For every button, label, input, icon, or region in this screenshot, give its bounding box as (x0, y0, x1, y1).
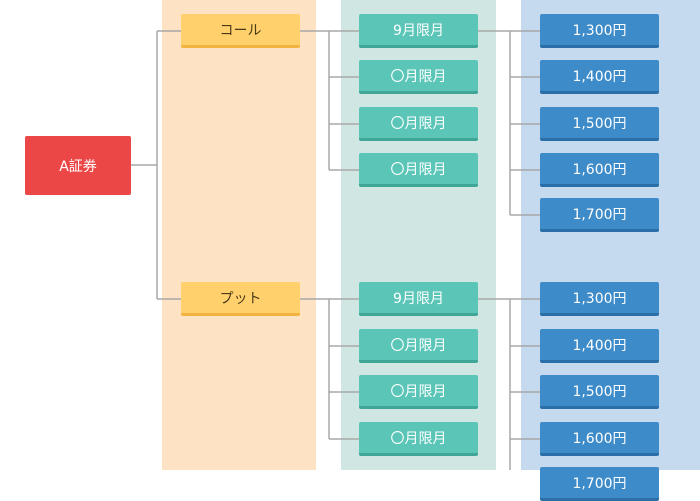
type-node-put: プット (181, 282, 300, 316)
call-strike-node: 1,500円 (540, 107, 659, 141)
call-month-node: 9月限月 (359, 14, 478, 48)
call-strike-node: 1,300円 (540, 14, 659, 48)
call-strike-node: 1,700円 (540, 198, 659, 232)
type-column-band (162, 0, 316, 470)
put-strike-node: 1,700円 (540, 467, 659, 501)
put-strike-node: 1,300円 (540, 282, 659, 316)
call-month-node: 〇月限月 (359, 153, 478, 187)
call-strike-node: 1,400円 (540, 60, 659, 94)
call-strike-node: 1,600円 (540, 153, 659, 187)
put-strike-node: 1,500円 (540, 375, 659, 409)
call-month-node: 〇月限月 (359, 60, 478, 94)
type-node-call: コール (181, 14, 300, 48)
connector-lines (131, 30, 540, 470)
put-month-node: 〇月限月 (359, 329, 478, 363)
put-strike-node: 1,400円 (540, 329, 659, 363)
call-month-node: 〇月限月 (359, 107, 478, 141)
put-month-node: 〇月限月 (359, 422, 478, 456)
put-month-node: 9月限月 (359, 282, 478, 316)
put-strike-node: 1,600円 (540, 422, 659, 456)
put-month-node: 〇月限月 (359, 375, 478, 409)
root-node-securities: A証券 (25, 136, 131, 195)
